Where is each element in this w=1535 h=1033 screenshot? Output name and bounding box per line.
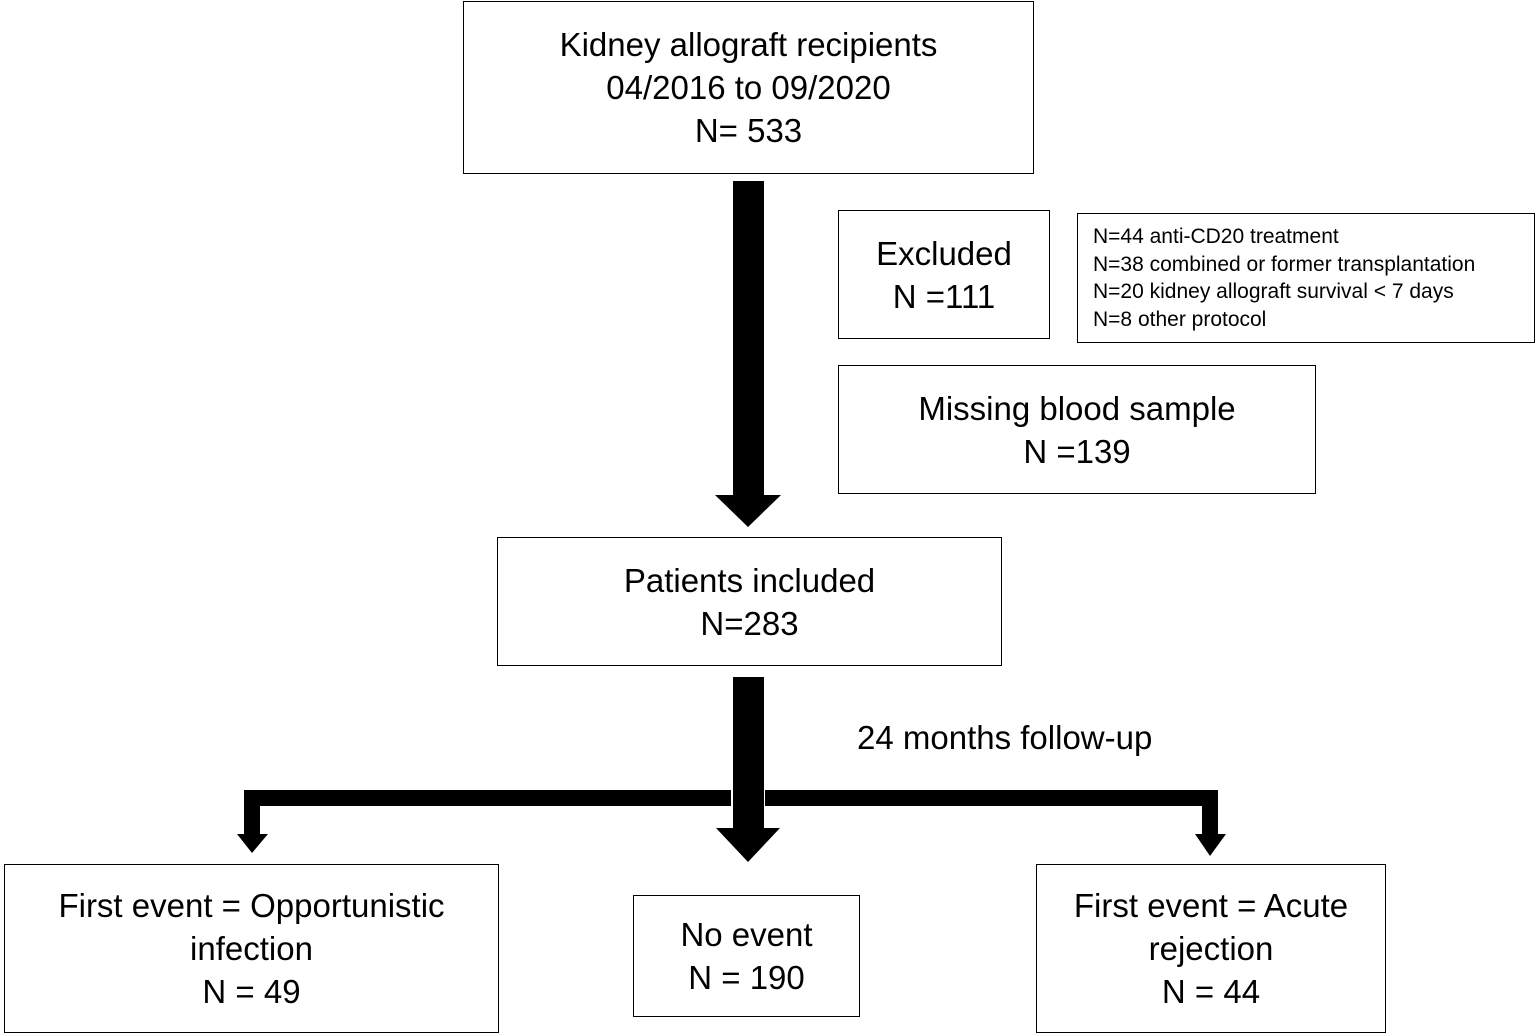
node-text-line: N = 190 [688,959,805,996]
arrow-shaft-root-to-included [733,181,764,495]
arrow-shaft-to-opportunistic [244,790,260,834]
node-text-line: N = 44 [1161,973,1261,1010]
node-opportunistic-infection: First event = Opportunistic infection N … [4,864,499,1033]
node-text-line: 04/2016 to 09/2020 [606,69,891,106]
node-text-line: N= 533 [694,112,803,149]
node-text-line: N = 49 [202,973,301,1010]
node-text-line: infection [190,930,313,967]
exclusion-reason: N=44 anti-CD20 treatment [1093,225,1339,248]
branch-bar-right [765,790,1218,806]
arrow-head-to-rejection [1195,834,1226,856]
arrow-head-included-to-no-event [716,828,780,862]
node-patients-included: Patients included N=283 [497,537,1002,666]
branch-bar-left [244,790,731,806]
node-text-line: First event = Acute [1073,887,1349,924]
node-acute-rejection: First event = Acute rejection N = 44 [1036,864,1386,1033]
node-text-line: N =139 [1023,432,1131,470]
node-exclusion-reasons: N=44 anti-CD20 treatment N=38 combined o… [1077,213,1535,343]
arrow-shaft-to-rejection [1202,790,1218,834]
node-kidney-recipients: Kidney allograft recipients 04/2016 to 0… [463,1,1034,174]
exclusion-reason: N=8 other protocol [1093,307,1267,331]
node-text-line: N =111 [892,277,996,315]
edge-label-follow-up: 24 months follow-up [857,719,1153,756]
node-text-line: Missing blood sample [918,389,1236,427]
node-no-event: No event N = 190 [633,895,860,1017]
node-text-line: First event = Opportunistic [58,887,445,924]
node-text-line: Kidney allograft recipients [559,26,938,63]
arrow-shaft-included-to-no-event [733,677,764,828]
node-text-line: No event [680,916,813,953]
arrow-head-to-opportunistic [237,834,268,853]
arrow-head-root-to-included [715,495,781,527]
node-missing-blood-sample: Missing blood sample N =139 [838,365,1316,494]
node-text-line: rejection [1148,930,1274,967]
node-text-line: Patients included [623,561,876,599]
node-text-line: N=283 [700,604,799,642]
node-text-line: Excluded [876,234,1012,272]
node-excluded: Excluded N =111 [838,210,1050,339]
exclusion-reason: N=20 kidney allograft survival < 7 days [1093,280,1454,303]
exclusion-reason: N=38 combined or former transplantation [1093,252,1476,276]
